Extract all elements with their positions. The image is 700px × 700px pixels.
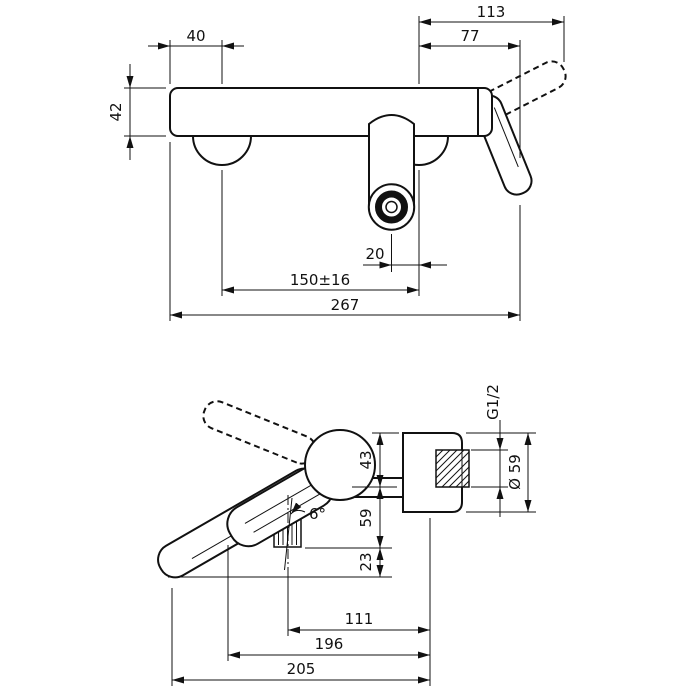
dim-label-113: 113 [477,3,506,21]
dim-150: 150±16 [221,170,419,296]
dim-59: 59 [305,487,392,549]
side-view: 6° G1/2 Ø 59 43 59 [157,384,536,686]
cartridge-housing [304,429,376,501]
dim-196: 196 [227,545,430,661]
dim-111: 111 [287,518,431,686]
dim-label-77: 77 [460,27,479,45]
spout-aerator-center [385,200,398,214]
dim-23: 23 [168,548,392,578]
dim-43: 43 [352,432,399,488]
dim-label-g12: G1/2 [484,384,502,420]
dim-label-205: 205 [287,660,316,678]
dim-label-6deg: 6° [309,505,326,523]
dim-20: 20 [363,170,447,296]
dim-113: 113 [418,3,565,84]
dim-205: 205 [171,588,430,686]
dim-267: 267 [169,142,521,321]
dim-77: 77 [419,27,521,158]
dim-label-42: 42 [107,102,125,121]
dim-label-40: 40 [186,27,205,45]
dim-42: 42 [107,64,166,160]
dim-dia59: Ø 59 [466,432,536,513]
dim-label-150: 150±16 [290,271,350,289]
dim-label-dia59: Ø 59 [506,454,524,490]
spout-aerator-ring [375,190,408,224]
dim-g12: G1/2 [471,384,508,517]
dim-40: 40 [148,27,244,84]
dim-label-43: 43 [357,450,375,469]
dim-label-20: 20 [365,245,384,263]
side-lever-raised-dashed [202,400,317,465]
mixer-body [169,87,493,137]
threaded-connector [435,449,470,488]
dim-label-196: 196 [315,635,344,653]
dim-label-23: 23 [357,552,375,571]
spout-angle-detail: 6° [284,495,326,572]
dim-label-111: 111 [345,610,374,628]
dim-label-267: 267 [331,296,360,314]
dim-label-59: 59 [357,508,375,527]
front-view: 40 113 77 42 [107,3,567,321]
spout [367,114,416,231]
